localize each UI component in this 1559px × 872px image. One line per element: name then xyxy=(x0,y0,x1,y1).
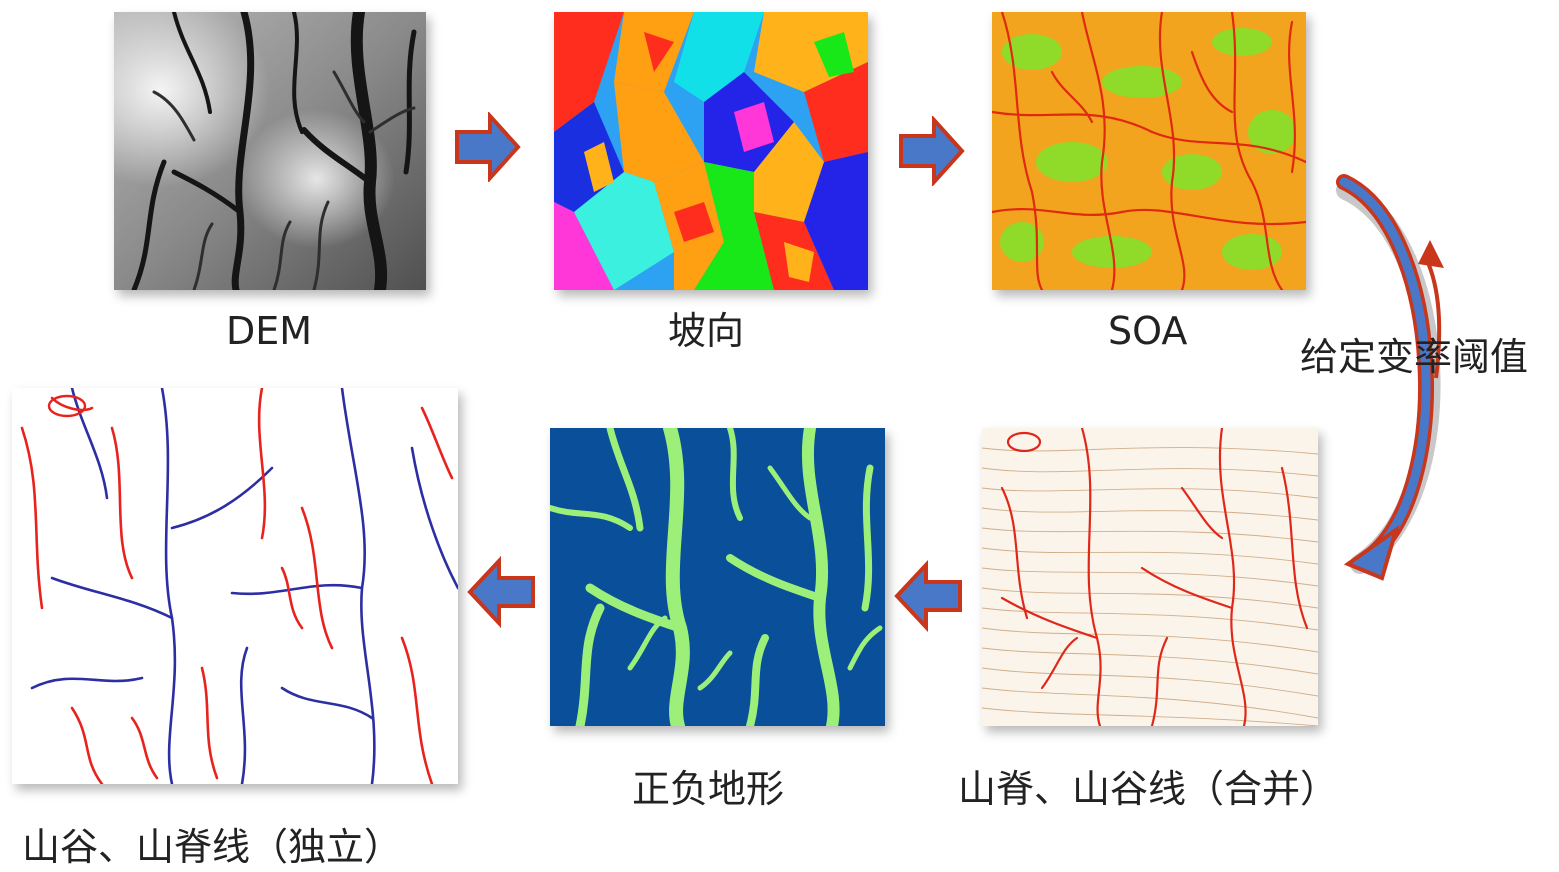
posneg-terrain-image xyxy=(550,428,885,726)
arrow-merged-to-posneg-icon xyxy=(893,560,963,632)
soa-label: SOA xyxy=(1108,309,1188,353)
separate-label: 山谷、山脊线（独立） xyxy=(22,825,403,869)
posneg-label: 正负地形 xyxy=(632,767,785,811)
merged-lines-image xyxy=(982,428,1318,726)
arrow-dem-to-aspect-icon xyxy=(454,112,522,182)
threshold-label: 给定变率阈值 xyxy=(1300,335,1529,379)
merged-label: 山脊、山谷线（合并） xyxy=(958,767,1339,811)
separate-lines-image xyxy=(12,388,458,784)
arrow-aspect-to-soa-icon xyxy=(898,116,966,186)
dem-image xyxy=(114,12,426,290)
dem-label: DEM xyxy=(226,309,313,353)
aspect-label: 坡向 xyxy=(668,309,745,353)
curved-arrow-icon xyxy=(1330,168,1460,588)
soa-image xyxy=(992,12,1306,290)
arrow-posneg-to-separate-icon xyxy=(466,556,536,628)
aspect-image xyxy=(554,12,868,290)
